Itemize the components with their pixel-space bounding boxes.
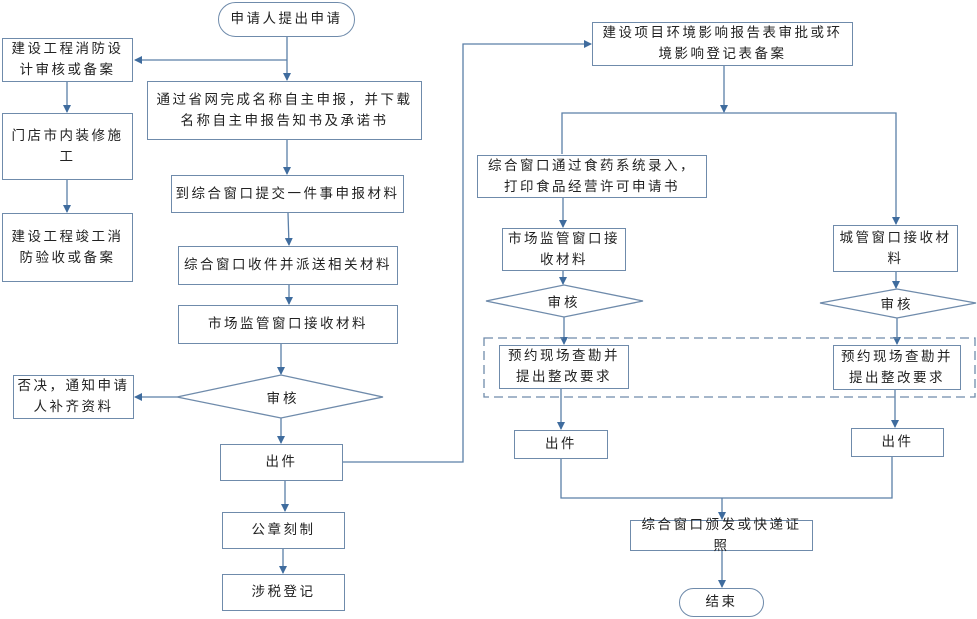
seal-box: 公章刻制 (222, 512, 345, 549)
connector (560, 457, 893, 499)
review-main-label: 审核 (266, 391, 300, 407)
tax-box: 涉税登记 (222, 574, 345, 611)
city-receive-box: 城管窗口接收材料 (833, 225, 958, 272)
connector (284, 212, 293, 246)
review-city-diamond (819, 288, 977, 319)
issue-market-box: 出件 (514, 430, 608, 459)
start-node: 申请人提出申请 (218, 2, 355, 37)
reject-box: 否决，通知申请人补齐资料 (13, 375, 134, 419)
issue-city-box: 出件 (851, 428, 944, 457)
end-node: 结束 (679, 588, 764, 617)
review-market-label: 审核 (547, 295, 581, 311)
receive-dispatch-box: 综合窗口收件并派送相关材料 (178, 246, 398, 285)
inspect-city-box: 预约现场查勘并提出整改要求 (833, 345, 961, 390)
inspect-market-box: 预约现场查勘并提出整改要求 (499, 345, 629, 389)
fire-acceptance-box: 建设工程竣工消防验收或备案 (2, 213, 133, 282)
review-market-diamond (485, 284, 644, 318)
review-city-label: 审核 (880, 297, 914, 313)
connector (343, 40, 592, 463)
fire-design-box: 建设工程消防设计审核或备案 (2, 38, 133, 82)
name-declare-box: 通过省网完成名称自主申报，并下载名称自主申报告知书及承诺书 (147, 81, 422, 140)
issue-main-box: 出件 (220, 444, 343, 481)
inspection-group-frame (483, 337, 976, 398)
deliver-box: 综合窗口颁发或快递证照 (630, 517, 813, 554)
submit-box: 到综合窗口提交一件事申报材料 (171, 175, 404, 213)
connector (561, 112, 900, 225)
food-entry-box: 综合窗口通过食药系统录入，打印食品经营许可申请书 (477, 155, 707, 198)
market-receive2-box: 市场监管窗口接收材料 (502, 228, 626, 271)
renovation-box: 门店市内装修施工 (2, 113, 133, 180)
market-receive-box: 市场监管窗口接收材料 (178, 305, 398, 344)
review-main-diamond (176, 374, 384, 419)
env-review-box: 建设项目环境影响报告表审批或环境影响登记表备案 (592, 22, 853, 66)
